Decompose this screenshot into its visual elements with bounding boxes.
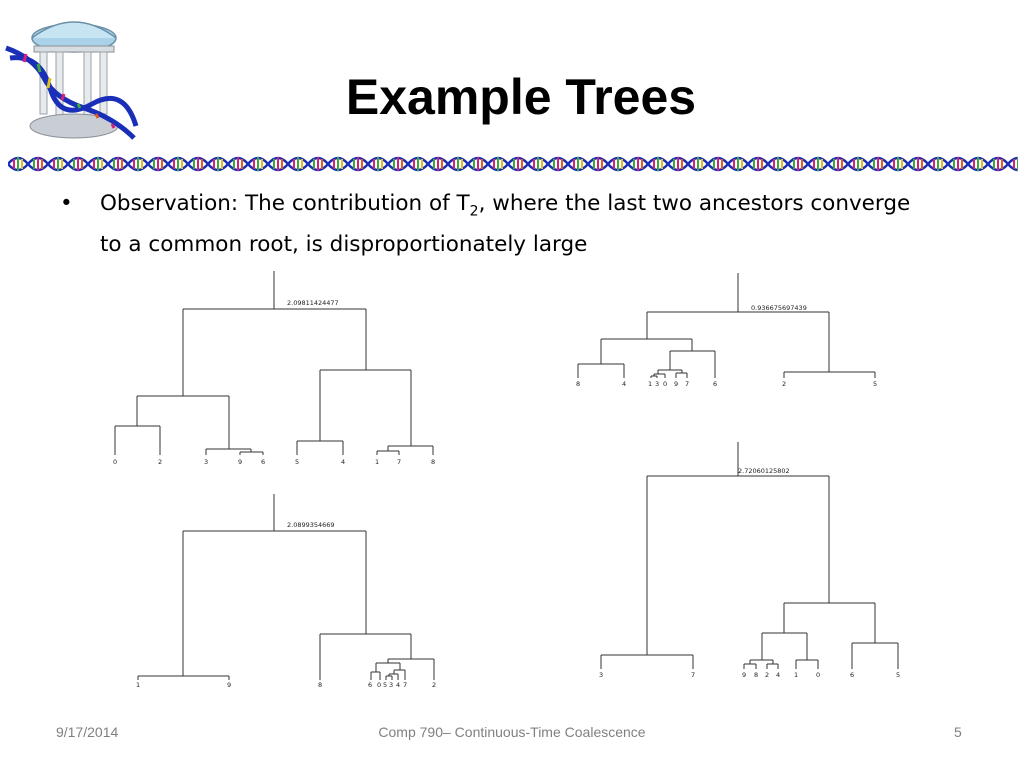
footer-date: 9/17/2014 bbox=[56, 724, 119, 740]
bullet-subscript: 2 bbox=[469, 203, 479, 220]
leaf-label: 9 bbox=[227, 681, 231, 689]
leaf-label: 3 bbox=[389, 681, 393, 689]
leaf-label: 2 bbox=[432, 681, 436, 689]
leaf-label: 5 bbox=[383, 681, 387, 689]
leaf-label: 6 bbox=[850, 671, 854, 679]
leaf-label: 7 bbox=[403, 681, 407, 689]
leaf-label: 4 bbox=[341, 458, 345, 466]
leaf-label: 2 bbox=[782, 380, 786, 388]
leaf-label: 7 bbox=[691, 671, 695, 679]
root-value-label: 2.0899354669 bbox=[287, 521, 335, 529]
root-value-label: 2.09811424477 bbox=[287, 299, 339, 307]
root-value-label: 2.72060125802 bbox=[738, 467, 790, 475]
leaf-label: 8 bbox=[754, 671, 758, 679]
bullet-text-end: , where the last two ancestors converge … bbox=[100, 191, 911, 258]
footer-course-title: Comp 790– Continuous-Time Coalescence bbox=[378, 724, 646, 740]
leaf-label: 6 bbox=[261, 458, 265, 466]
leaf-label: 0 bbox=[663, 380, 667, 388]
leaf-label: 6 bbox=[713, 380, 717, 388]
leaf-label: 9 bbox=[238, 458, 242, 466]
leaf-label: 1 bbox=[648, 380, 652, 388]
leaf-label: 4 bbox=[396, 681, 400, 689]
leaf-label: 7 bbox=[685, 380, 689, 388]
leaf-label: 0 bbox=[113, 458, 117, 466]
dna-helix-divider bbox=[8, 152, 1018, 176]
leaf-label: 8 bbox=[576, 380, 580, 388]
leaf-label: 0 bbox=[377, 681, 381, 689]
leaf-label: 8 bbox=[318, 681, 322, 689]
leaf-label: 9 bbox=[742, 671, 746, 679]
bullet-marker: • bbox=[60, 191, 73, 216]
leaf-label: 6 bbox=[368, 681, 372, 689]
leaf-label: 5 bbox=[896, 671, 900, 679]
leaf-label: 9 bbox=[674, 380, 678, 388]
leaf-label: 4 bbox=[776, 671, 780, 679]
leaf-label: 2 bbox=[158, 458, 162, 466]
leaf-label: 2 bbox=[765, 671, 769, 679]
leaf-labels: 8 4 1 3 0 9 7 6 2 5 bbox=[576, 380, 877, 388]
leaf-label: 1 bbox=[375, 458, 379, 466]
leaf-label: 3 bbox=[655, 380, 659, 388]
old-well-dna-logo bbox=[5, 21, 139, 140]
bullet-text-start: Observation: The contribution of T bbox=[100, 191, 470, 216]
leaf-label: 8 bbox=[431, 458, 435, 466]
leaf-label: 4 bbox=[622, 380, 626, 388]
leaf-label: 1 bbox=[136, 681, 140, 689]
leaf-labels: 3 7 9 8 2 4 1 0 6 5 bbox=[599, 671, 900, 679]
leaf-label: 3 bbox=[204, 458, 208, 466]
leaf-label: 3 bbox=[599, 671, 603, 679]
bullet-text: Observation: The contribution of T2, whe… bbox=[100, 187, 920, 262]
leaf-label: 1 bbox=[794, 671, 798, 679]
footer-page-number: 5 bbox=[954, 724, 962, 740]
leaf-label: 0 bbox=[816, 671, 820, 679]
slide-title: Example Trees bbox=[345, 69, 697, 125]
leaf-labels: 1 9 8 6 0 5 3 4 7 2 bbox=[136, 681, 436, 689]
leaf-label: 7 bbox=[397, 458, 401, 466]
leaf-labels: 0 2 3 9 6 5 4 1 7 8 bbox=[113, 458, 435, 466]
leaf-label: 5 bbox=[295, 458, 299, 466]
leaf-label: 5 bbox=[873, 380, 877, 388]
root-value-label: 0.936675697439 bbox=[751, 304, 807, 312]
